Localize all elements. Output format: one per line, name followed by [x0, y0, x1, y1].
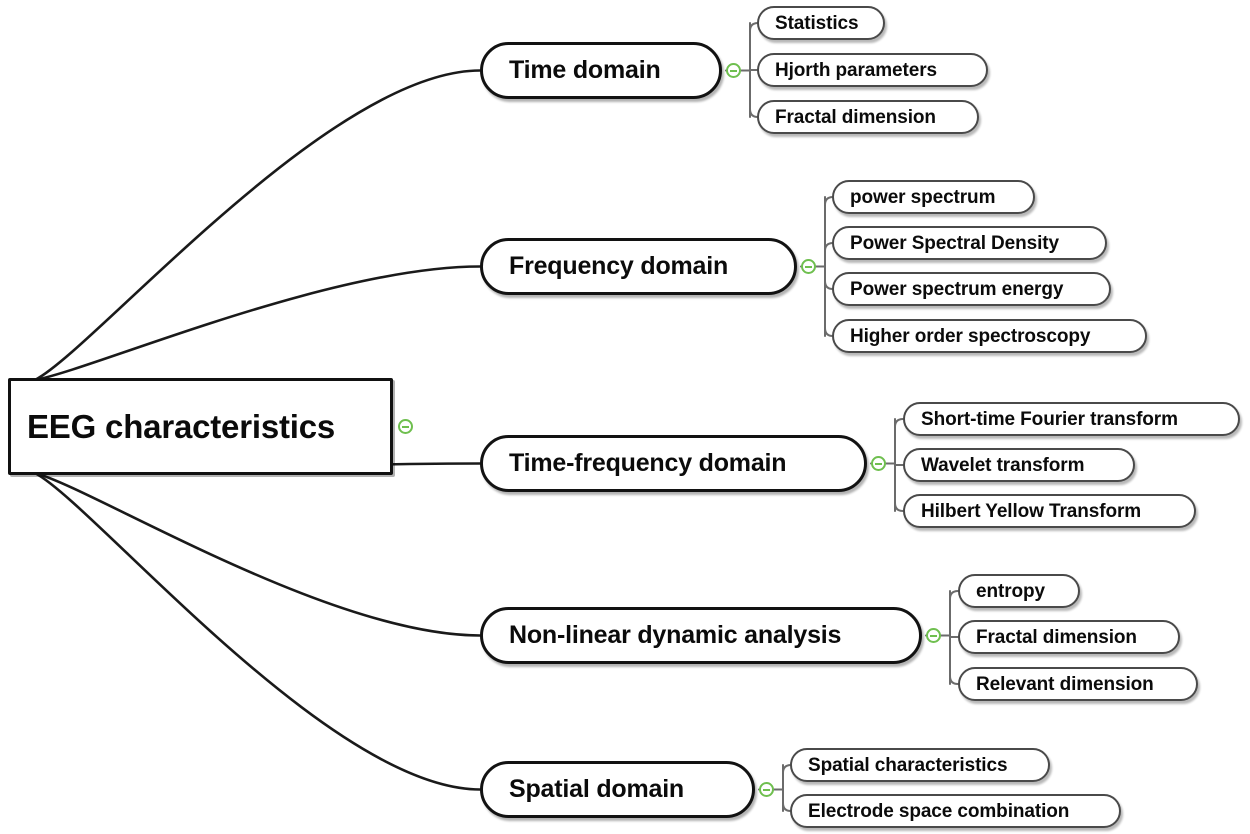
edge-root-to-spatial-domain — [33, 471, 482, 791]
leaf-node-time-frequency-domain-1-label: Wavelet transform — [921, 454, 1085, 476]
leaf-node-frequency-domain-1[interactable]: Power Spectral Density — [832, 226, 1107, 260]
collapse-toggle-spatial-domain[interactable] — [759, 782, 774, 797]
leaf-node-frequency-domain-0-label: power spectrum — [850, 186, 996, 208]
leaf-node-spatial-domain-1[interactable]: Electrode space combination — [790, 794, 1121, 828]
branch-node-time-domain[interactable]: Time domain — [480, 42, 722, 99]
collapse-minus-icon — [930, 634, 937, 637]
root-node-label: EEG characteristics — [27, 408, 336, 445]
edge-root-to-time-domain — [33, 69, 482, 382]
leaf-node-frequency-domain-0[interactable]: power spectrum — [832, 180, 1035, 214]
edge-time-frequency-domain-child-0 — [894, 418, 904, 428]
collapse-minus-icon — [730, 69, 737, 72]
edge-time-frequency-domain-child-2 — [894, 502, 904, 512]
edge-root-to-non-linear-dynamic-analysis — [33, 471, 482, 637]
edge-non-linear-dynamic-analysis-child-0 — [949, 590, 959, 600]
collapse-toggle-frequency-domain[interactable] — [801, 259, 816, 274]
edge-non-linear-dynamic-analysis-child-2 — [949, 675, 959, 685]
collapse-minus-icon — [875, 462, 882, 465]
leaf-node-non-linear-dynamic-analysis-1-label: Fractal dimension — [976, 626, 1137, 648]
root-node[interactable]: EEG characteristics — [8, 378, 393, 475]
branch-node-non-linear-dynamic-analysis-label: Non-linear dynamic analysis — [509, 621, 842, 649]
leaf-node-time-domain-2-label: Fractal dimension — [775, 106, 936, 128]
edge-root-to-frequency-domain — [33, 265, 482, 382]
leaf-node-spatial-domain-1-label: Electrode space combination — [808, 800, 1070, 822]
branch-node-non-linear-dynamic-analysis[interactable]: Non-linear dynamic analysis — [480, 607, 922, 664]
branch-node-frequency-domain-label: Frequency domain — [509, 252, 729, 280]
leaf-node-time-domain-2[interactable]: Fractal dimension — [757, 100, 979, 134]
collapse-toggle-time-domain[interactable] — [726, 63, 741, 78]
leaf-node-spatial-domain-0-label: Spatial characteristics — [808, 754, 1008, 776]
leaf-node-non-linear-dynamic-analysis-2[interactable]: Relevant dimension — [958, 667, 1198, 701]
leaf-node-time-frequency-domain-1[interactable]: Wavelet transform — [903, 448, 1135, 482]
leaf-node-time-domain-0[interactable]: Statistics — [757, 6, 885, 40]
leaf-node-time-frequency-domain-2[interactable]: Hilbert Yellow Transform — [903, 494, 1196, 528]
leaf-node-non-linear-dynamic-analysis-0-label: entropy — [976, 580, 1045, 602]
branch-node-spatial-domain[interactable]: Spatial domain — [480, 761, 755, 818]
branch-node-frequency-domain[interactable]: Frequency domain — [480, 238, 797, 295]
leaf-node-frequency-domain-3-label: Higher order spectroscopy — [850, 325, 1091, 347]
leaf-node-time-frequency-domain-2-label: Hilbert Yellow Transform — [921, 500, 1142, 522]
leaf-node-frequency-domain-3[interactable]: Higher order spectroscopy — [832, 319, 1147, 353]
branch-node-spatial-domain-label: Spatial domain — [509, 775, 685, 803]
leaf-node-frequency-domain-2-label: Power spectrum energy — [850, 278, 1064, 300]
leaf-node-non-linear-dynamic-analysis-2-label: Relevant dimension — [976, 673, 1154, 695]
branch-node-time-frequency-domain[interactable]: Time-frequency domain — [480, 435, 867, 492]
leaf-node-spatial-domain-0[interactable]: Spatial characteristics — [790, 748, 1050, 782]
leaf-node-time-frequency-domain-0-label: Short-time Fourier transform — [921, 408, 1178, 430]
leaf-node-time-domain-1-label: Hjorth parameters — [775, 59, 937, 81]
leaf-node-frequency-domain-1-label: Power Spectral Density — [850, 232, 1059, 254]
leaf-node-non-linear-dynamic-analysis-0[interactable]: entropy — [958, 574, 1080, 608]
root-collapse-toggle[interactable] — [398, 419, 413, 434]
collapse-toggle-non-linear-dynamic-analysis[interactable] — [926, 628, 941, 643]
collapse-minus-icon — [805, 265, 812, 268]
leaf-node-time-domain-1[interactable]: Hjorth parameters — [757, 53, 988, 87]
collapse-minus-icon — [402, 425, 409, 428]
leaf-node-time-frequency-domain-0[interactable]: Short-time Fourier transform — [903, 402, 1240, 436]
leaf-node-time-domain-0-label: Statistics — [775, 12, 859, 34]
collapse-toggle-time-frequency-domain[interactable] — [871, 456, 886, 471]
leaf-node-frequency-domain-2[interactable]: Power spectrum energy — [832, 272, 1111, 306]
branch-node-time-domain-label: Time domain — [509, 56, 661, 84]
leaf-node-non-linear-dynamic-analysis-1[interactable]: Fractal dimension — [958, 620, 1180, 654]
collapse-minus-icon — [763, 788, 770, 791]
branch-node-time-frequency-domain-label: Time-frequency domain — [509, 449, 787, 477]
